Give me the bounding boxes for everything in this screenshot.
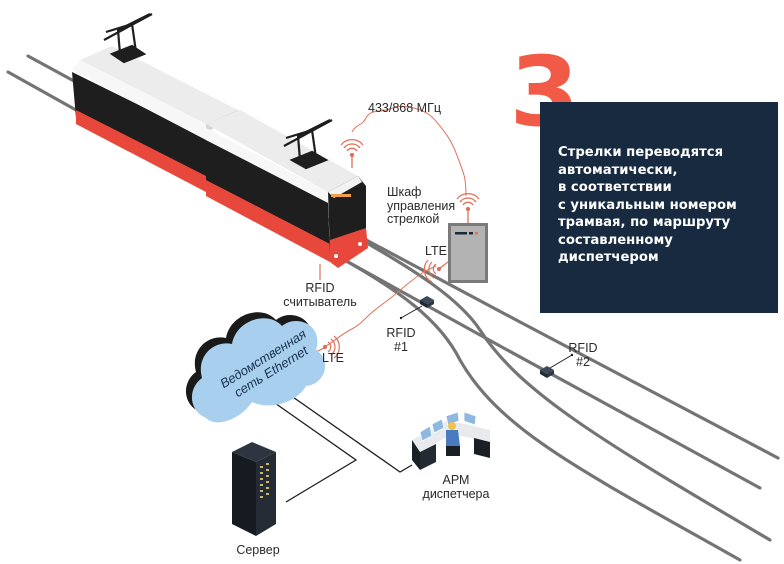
rfid-2-label-line: #2	[576, 355, 590, 369]
rfid-reader-label-line: считыватель	[283, 295, 357, 309]
radio-signal-waves	[325, 105, 467, 347]
cable-cloud-workstation	[279, 387, 413, 473]
rfid-1-label-line: RFID	[386, 326, 416, 340]
cloud-lte-label: LTE	[322, 351, 344, 365]
cabinet-lte-label: LTE	[425, 244, 447, 258]
rfid-tag-icon	[540, 353, 574, 378]
switch-cabinet-label-line: стрелкой	[387, 212, 440, 226]
rfid-2-label-line: RFID	[568, 341, 598, 355]
workstation-label: АРМ диспетчера	[416, 473, 496, 501]
step-description: Стрелки переводятся автоматически, в соо…	[558, 145, 737, 265]
info-panel	[540, 102, 778, 313]
cloud-icon	[185, 312, 326, 423]
rfid-reader-label-line: RFID	[305, 281, 335, 295]
radio-frequency-label: 433/868 МГц	[368, 101, 441, 115]
dispatcher-workstation-icon	[412, 411, 490, 470]
rfid-1-label: RFID #1	[384, 326, 418, 354]
rfid-reader-label: RFID считыватель	[278, 281, 362, 309]
workstation-label-line: диспетчера	[422, 487, 490, 501]
cable-cloud-server	[261, 393, 358, 503]
network-cables	[261, 387, 413, 503]
rail-branch-2	[328, 250, 742, 562]
wifi-antenna-icon	[340, 139, 364, 168]
lte-antenna-icon	[423, 259, 449, 283]
switch-cabinet-label-line: управления	[387, 198, 456, 213]
rfid-2-label: RFID #2	[566, 341, 600, 369]
radio-link-433-868	[351, 105, 467, 197]
server-rack-icon	[232, 442, 276, 536]
rail-branch-1	[338, 226, 772, 542]
wifi-antenna-icon	[456, 193, 480, 224]
switch-cabinet-label: Шкаф управления стрелкой	[387, 185, 456, 227]
workstation-label-line: АРМ	[442, 473, 470, 487]
rfid-tag-icon	[399, 296, 434, 320]
switch-cabinet-icon	[448, 223, 488, 283]
lte-antenna-icon	[315, 335, 340, 359]
tram-icon	[72, 13, 368, 268]
rfid-1-label-line: #1	[394, 340, 408, 354]
switch-cabinet-label-line: Шкаф	[387, 185, 422, 199]
lte-link	[325, 265, 437, 347]
server-label: Сервер	[236, 543, 280, 557]
